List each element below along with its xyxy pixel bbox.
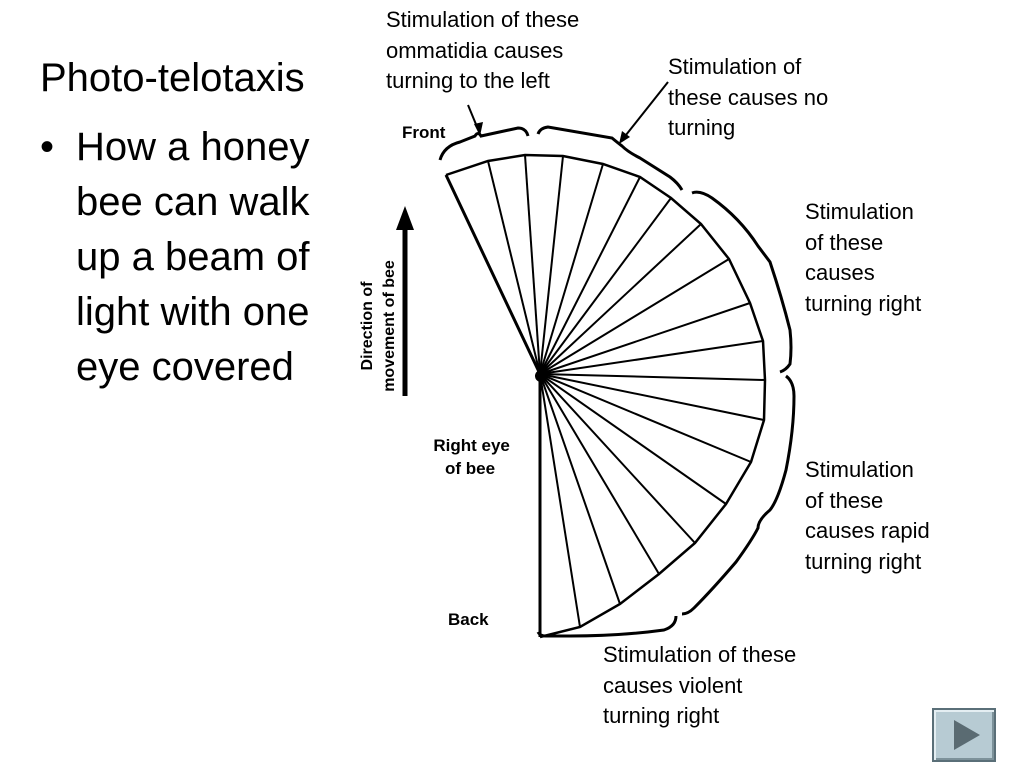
note-rapid-right-line-4: turning right [805,548,922,574]
ommatidium-line [539,373,727,505]
ommatidium-line [539,373,765,421]
brace-front-left [438,126,530,161]
direction-label-line-1: Direction of [359,281,376,371]
note-violent-right: Stimulation of these causes violent turn… [603,640,796,732]
note-violent-right-line-3: turning right [603,703,720,728]
ommatidium-line [539,373,766,381]
note-turn-right-line-4: turning right [805,290,922,316]
note-turn-right: Stimulation of these causes turning righ… [805,197,921,319]
note-turn-left-line-3: turning to the left [386,68,550,93]
front-label: Front [402,123,446,142]
ommatidium-line [539,197,672,375]
bullet-dot: • [40,125,55,169]
ommatidium-line [539,223,702,375]
ommatidium-line [539,373,621,605]
note-violent-right-line-1: Stimulation of these [603,642,797,667]
ommatidium-line [524,154,541,375]
back-label: Back [448,610,489,629]
note-no-turn-line-3: turning [668,115,736,140]
note-turn-right-line-3: causes [805,260,875,285]
ommatidium-line [487,160,541,375]
ommatidium-line [539,155,564,375]
note-rapid-right-line-1: Stimulation [805,457,914,482]
brace-lower-right [681,374,796,616]
eye-label: Right eye of bee [433,436,514,478]
ommatidium-line [539,373,660,575]
bullet-item: • How a honey bee can walk up a beam of … [40,120,350,395]
ommatidium-line [539,373,696,544]
next-slide-button[interactable] [932,708,996,762]
note-no-turn-line-2: these causes no [668,84,829,110]
eye-outline [444,174,542,637]
note-rapid-right: Stimulation of these causes rapid turnin… [805,455,930,577]
note-violent-right-line-2: causes violent [603,672,743,698]
note-turn-left-line-1: Stimulation of these [386,7,580,32]
note-turn-left: Stimulation of these ommatidia causes tu… [386,5,579,97]
bullet-text: How a honey bee can walk up a beam of li… [76,125,310,389]
note-turn-right-line-1: Stimulation [805,199,914,224]
note-rapid-right-line-3: causes rapid [805,518,930,543]
eye-label-line-1: Right eye [433,436,510,455]
ommatidium-line [539,258,730,375]
direction-arrow-head [396,206,414,230]
note-no-turn: Stimulation of these causes no turning [668,52,828,144]
ommatidium-line [539,373,581,628]
ommatidium-line [539,163,604,375]
ommatidium-line [539,340,764,375]
arrow-turn-left-head [474,122,483,136]
brace-bottom [536,615,678,638]
ommatidium-line [539,176,641,375]
note-rapid-right-line-2: of these [805,487,884,513]
arrow-no-turn [621,81,669,141]
note-no-turn-line-1: Stimulation of [668,54,802,79]
ommatidia-fan [445,153,767,639]
brace-upper-right [691,190,793,374]
direction-label-line-2: movement of bee [381,260,398,392]
ommatidium-line [539,373,752,463]
note-turn-left-line-2: ommatidia causes [386,37,564,63]
arrow-no-turn-head [619,131,630,144]
slide-title: Photo-telotaxis [40,56,305,100]
eye-outer-edge [445,153,767,639]
play-triangle-icon [954,720,980,750]
eye-label-line-2: of bee [445,459,495,478]
ommatidium-line [539,302,751,375]
note-turn-right-line-2: of these [805,229,884,255]
brace-front-right [536,125,684,191]
